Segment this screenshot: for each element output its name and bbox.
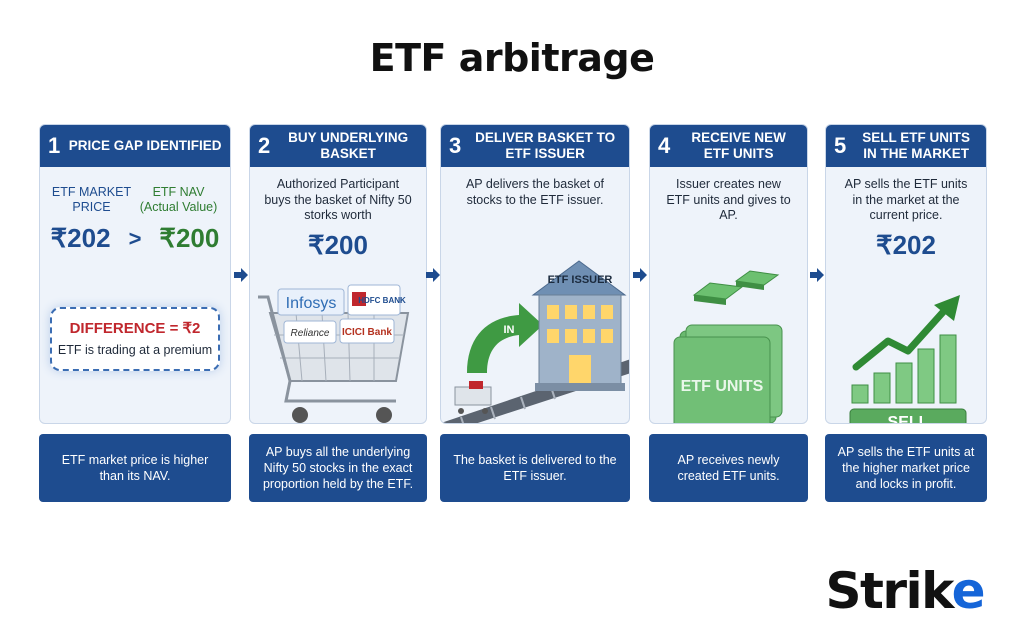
hdfc-bank-label: HDFC BANK: [358, 296, 406, 305]
basket-price: ₹200: [308, 229, 368, 260]
step-3-header: 3 DELIVER BASKET TO ETF ISSUER: [441, 125, 629, 167]
premium-note: ETF is trading at a premium: [57, 343, 213, 357]
step-title: RECEIVE NEW ETF UNITS: [691, 130, 786, 161]
step-number: 3: [449, 133, 462, 158]
strike-logo: Strike: [825, 562, 985, 620]
etf-market-price-label: ETF MARKET PRICE: [51, 185, 132, 214]
etf-issuer-sign: ETF ISSUER: [548, 274, 613, 286]
step-3-card: 3 DELIVER BASKET TO ETF ISSUER AP delive…: [440, 124, 630, 424]
arrow-right-icon: [234, 268, 248, 282]
step-1-card: 1 PRICE GAP IDENTIFIED ETF MARKET PRICE …: [39, 124, 231, 424]
step-3: 3 DELIVER BASKET TO ETF ISSUER AP delive…: [440, 124, 630, 502]
market-price-value: ₹202: [50, 223, 111, 253]
sell-price: ₹202: [876, 229, 936, 260]
nav-value: ₹200: [159, 223, 220, 253]
step-title: SELL ETF UNITS IN THE MARKET: [862, 130, 970, 161]
arrow-right-icon: [426, 268, 440, 282]
step-4-header: 4 RECEIVE NEW ETF UNITS: [650, 125, 807, 167]
icici-bank-label: ICICI Bank: [342, 327, 392, 338]
step-1-caption: ETF market price is higher than its NAV.: [39, 434, 231, 502]
shopping-cart-icon: Infosys HDFC BANK Reliance ICICI Bank: [258, 284, 410, 423]
infosys-label: Infosys: [286, 295, 337, 312]
in-label: IN: [504, 324, 515, 336]
step-description: Issuer creates new ETF units and gives t…: [666, 177, 791, 222]
etf-issuer-illustration: IN ETF ISSUER: [441, 260, 629, 423]
etf-nav-sublabel: (Actual Value): [139, 200, 218, 214]
step-title: BUY UNDERLYING BASKET: [288, 130, 409, 161]
step-2: 2 BUY UNDERLYING BASKET Authorized Parti…: [249, 124, 427, 502]
arrow-right-icon: [633, 268, 647, 282]
step-1-header: 1 PRICE GAP IDENTIFIED: [40, 125, 230, 167]
step-title: PRICE GAP IDENTIFIED: [68, 138, 222, 153]
page-title: ETF arbitrage: [369, 36, 655, 80]
step-5-caption: AP sells the ETF units at the higher mar…: [825, 434, 987, 502]
etf-units-label: ETF UNITS: [681, 378, 764, 395]
etf-nav-label: ETF NAV: [152, 185, 205, 199]
step-title: DELIVER BASKET TO ETF ISSUER: [475, 130, 616, 161]
step-number: 1: [48, 133, 61, 158]
step-1: 1 PRICE GAP IDENTIFIED ETF MARKET PRICE …: [39, 124, 231, 502]
step-description: Authorized Participant buys the basket o…: [264, 177, 412, 222]
step-description: AP sells the ETF units in the market at …: [844, 177, 968, 222]
sell-button-label: SELL: [888, 414, 929, 424]
difference-text: DIFFERENCE = ₹2: [69, 320, 201, 337]
step-4-caption: AP receives newly created ETF units.: [649, 434, 808, 502]
step-2-caption: AP buys all the underlying Nifty 50 stoc…: [249, 434, 427, 502]
reliance-label: Reliance: [291, 328, 330, 339]
step-number: 5: [834, 133, 847, 158]
step-2-header: 2 BUY UNDERLYING BASKET: [250, 125, 426, 167]
step-3-caption: The basket is delivered to the ETF issue…: [440, 434, 630, 502]
difference-box: DIFFERENCE = ₹2 ETF is trading at a prem…: [50, 307, 220, 371]
arrow-right-icon: [810, 268, 824, 282]
step-number: 2: [258, 133, 271, 158]
step-4-card: 4 RECEIVE NEW ETF UNITS Issuer creates n…: [649, 124, 808, 424]
step-4: 4 RECEIVE NEW ETF UNITS Issuer creates n…: [649, 124, 808, 502]
step-number: 4: [658, 133, 671, 158]
step-description: AP delivers the basket of stocks to the …: [465, 177, 605, 207]
step-5-card: 5 SELL ETF UNITS IN THE MARKET AP sells …: [825, 124, 987, 424]
step-2-card: 2 BUY UNDERLYING BASKET Authorized Parti…: [249, 124, 427, 424]
step-5: 5 SELL ETF UNITS IN THE MARKET AP sells …: [825, 124, 987, 502]
etf-units-illustration: ETF UNITS: [673, 270, 783, 423]
rising-chart-icon: SELL: [849, 295, 967, 424]
step-5-header: 5 SELL ETF UNITS IN THE MARKET: [826, 125, 986, 167]
greater-than-sign: >: [128, 225, 142, 251]
